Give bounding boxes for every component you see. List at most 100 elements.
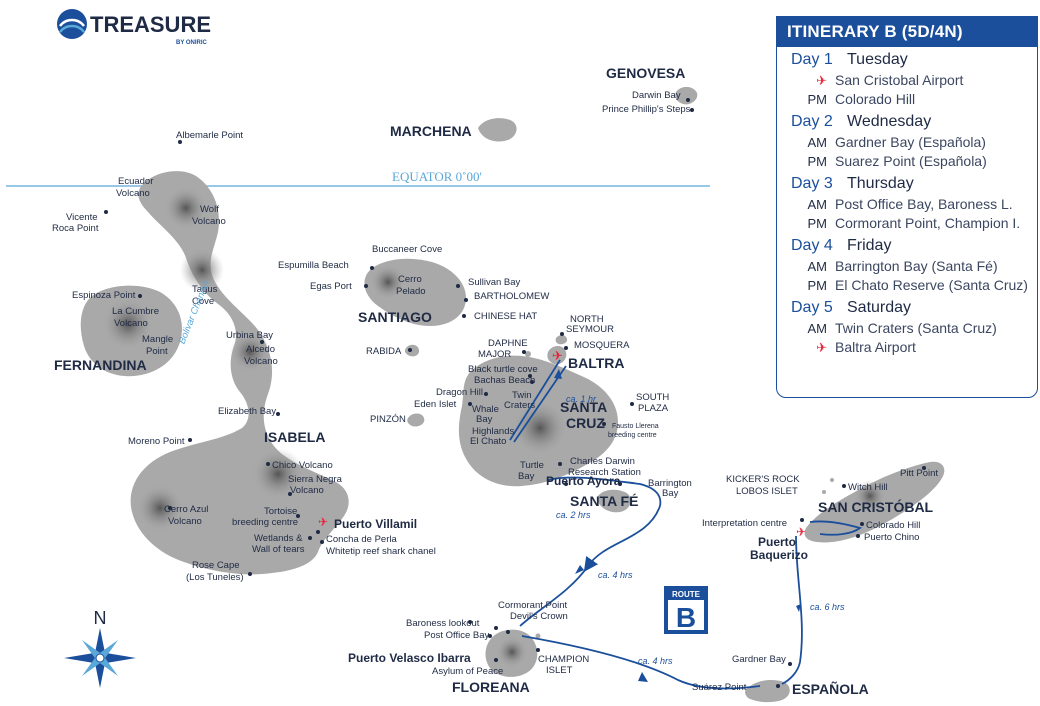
itinerary-activity: ✈ San Cristobal Airport bbox=[791, 71, 1037, 90]
label-turtle-bay-2: Bay bbox=[518, 471, 535, 482]
island-daphne bbox=[525, 351, 531, 357]
day-number: Day 1 bbox=[791, 51, 833, 68]
label-tagus-1: Tagus bbox=[192, 284, 218, 295]
island-label-santa-cruz-1: SANTA bbox=[560, 399, 607, 415]
itinerary-activity: PM Colorado Hill bbox=[791, 90, 1037, 109]
arrow-4 bbox=[796, 604, 801, 612]
day-header: Day 1 Tuesday bbox=[791, 49, 1037, 71]
activity-text: Colorado Hill bbox=[835, 91, 916, 107]
airplane-icon: ✈ bbox=[816, 73, 827, 88]
activity-text: San Cristobal Airport bbox=[835, 72, 964, 88]
label-black-turtle: Black turtle cove bbox=[468, 364, 538, 375]
label-champion-2: ISLET bbox=[546, 665, 573, 676]
label-puerto-ayora: Puerto Ayora bbox=[546, 474, 621, 488]
route-badge-word: ROUTE bbox=[672, 590, 701, 599]
itinerary-title: ITINERARY B (5D/4N) bbox=[777, 17, 1037, 47]
airports: ✈ ✈ ✈ bbox=[318, 349, 806, 539]
route-floreana-espanola bbox=[521, 635, 761, 690]
label-wetlands-1: Wetlands & bbox=[254, 533, 303, 544]
label-sierra-2: Volcano bbox=[290, 485, 324, 496]
itinerary-activity: AM Barrington Bay (Santa Fé) bbox=[791, 257, 1037, 276]
compass-rose: N bbox=[64, 608, 136, 688]
time-slot: PM bbox=[807, 278, 828, 293]
label-baroness: Baroness lookout bbox=[406, 618, 480, 629]
label-twin-1: Twin bbox=[512, 390, 532, 401]
day-name: Thursday bbox=[847, 175, 914, 192]
activity-text: Barrington Bay (Santa Fé) bbox=[835, 258, 998, 274]
activity-text: El Chato Reserve (Santa Cruz) bbox=[835, 277, 1028, 293]
island-label-san-cristobal: SAN CRISTÓBAL bbox=[818, 498, 934, 515]
island-kickers-rock bbox=[830, 478, 834, 482]
island-lobos bbox=[822, 490, 826, 494]
place-dots bbox=[104, 98, 926, 688]
time-label-4: ca. 6 hrs bbox=[810, 602, 845, 612]
day-number: Day 2 bbox=[791, 113, 833, 130]
day-header: Day 3 Thursday bbox=[791, 173, 1037, 195]
island-label-baltra: BALTRA bbox=[568, 355, 625, 371]
label-cerro-1: Cerro bbox=[398, 274, 422, 285]
label-moreno: Moreno Point bbox=[128, 436, 185, 447]
island-label-isabela: ISABELA bbox=[264, 429, 325, 445]
label-colorado: Colorado Hill bbox=[866, 520, 920, 531]
label-elizabeth: Elizabeth Bay bbox=[218, 406, 276, 417]
label-darwin-station-2: Research Station bbox=[568, 467, 641, 478]
island-label-fernandina: FERNANDINA bbox=[54, 357, 147, 373]
label-urbina: Urbina Bay bbox=[226, 330, 273, 341]
label-chico: Chico Volcano bbox=[272, 460, 333, 471]
island-labels: GENOVESA MARCHENA SANTIAGO FERNANDINA IS… bbox=[54, 65, 934, 697]
day-name: Tuesday bbox=[847, 51, 908, 68]
label-highlands-1: Highlands bbox=[472, 426, 514, 437]
label-buccaneer: Buccaneer Cove bbox=[372, 244, 442, 255]
label-post-office: Post Office Bay bbox=[424, 630, 490, 641]
island-santa-fe bbox=[597, 489, 631, 513]
label-south-plaza-1: SOUTH bbox=[636, 392, 669, 403]
route-san-cristobal-loop bbox=[809, 520, 862, 536]
time-label-3: ca. 4 hrs bbox=[598, 570, 633, 580]
volcano-shading bbox=[102, 186, 886, 668]
label-velasco: Puerto Velasco Ibarra bbox=[348, 651, 471, 665]
label-ecuador-1: Ecuador bbox=[118, 176, 153, 187]
day-number: Day 3 bbox=[791, 175, 833, 192]
place-labels: Darwin Bay Prince Phillip's Steps Albema… bbox=[52, 90, 938, 693]
label-lacumbre-1: La Cumbre bbox=[112, 306, 159, 317]
itinerary-panel: ITINERARY B (5D/4N) Day 1 Tuesday ✈ San Cri… bbox=[776, 16, 1038, 398]
label-sierra-1: Sierra Negra bbox=[288, 474, 343, 485]
label-dragon-hill: Dragon Hill bbox=[436, 387, 483, 398]
label-mosquera: MOSQUERA bbox=[574, 340, 630, 351]
label-rose-2: (Los Tuneles) bbox=[186, 572, 244, 583]
route-times: ca. 1 hr ca. 2 hrs ca. 4 hrs ca. 6 hrs c… bbox=[556, 394, 845, 666]
day-name: Wednesday bbox=[847, 113, 932, 130]
label-barrington-2: Bay bbox=[662, 488, 679, 499]
label-rabida: RABIDA bbox=[366, 346, 402, 357]
label-ecuador-2: Volcano bbox=[116, 188, 150, 199]
label-gardner: Gardner Bay bbox=[732, 654, 786, 665]
label-tagus-2: Cove bbox=[192, 296, 214, 307]
island-north-seymour bbox=[555, 335, 568, 345]
label-champion-1: CHAMPION bbox=[538, 654, 589, 665]
cruise-route bbox=[509, 359, 862, 690]
label-wolf-1: Wolf bbox=[200, 204, 219, 215]
label-rose-1: Rose Cape bbox=[192, 560, 240, 571]
label-devils: Devil's Crown bbox=[510, 611, 568, 622]
island-label-floreana: FLOREANA bbox=[452, 679, 530, 695]
airport-isabela-icon: ✈ bbox=[318, 515, 328, 529]
itinerary-activity: ✈Baltra Airport bbox=[791, 338, 1037, 357]
island-pinzon bbox=[407, 413, 425, 427]
time-slot: AM bbox=[807, 259, 828, 274]
label-alcedo-2: Volcano bbox=[244, 356, 278, 367]
time-slot: PM bbox=[807, 92, 828, 107]
label-whale-1: Whale bbox=[472, 404, 499, 415]
label-darwin-station-1: Charles Darwin bbox=[570, 456, 635, 467]
label-pitt: Pitt Point bbox=[900, 468, 938, 479]
label-highlands-2: El Chato bbox=[470, 436, 506, 447]
day-number: Day 4 bbox=[791, 237, 833, 254]
island-label-genovesa: GENOVESA bbox=[606, 65, 685, 81]
route-baquerizo-espanola bbox=[781, 535, 803, 685]
